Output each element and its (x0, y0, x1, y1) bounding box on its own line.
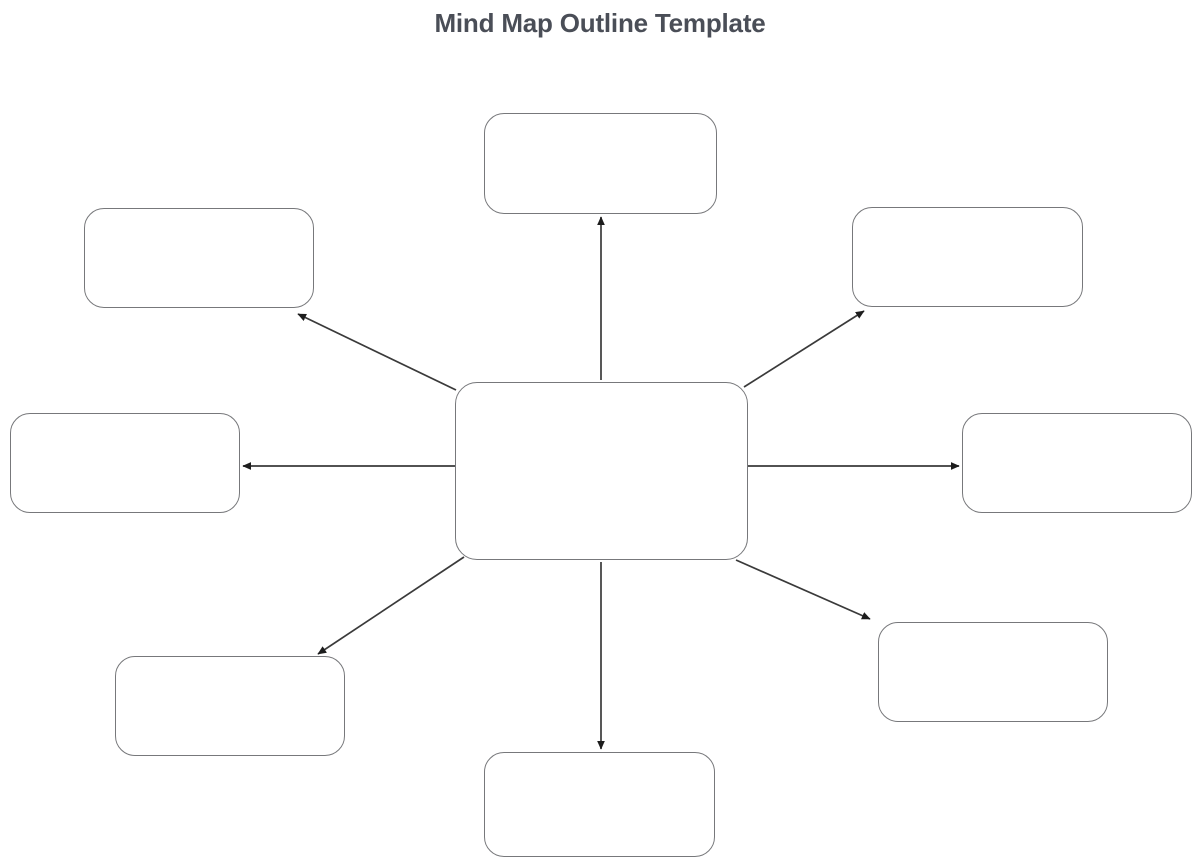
edge-bottom-left (317, 556, 465, 655)
branch-node-bottom-left[interactable] (115, 656, 345, 756)
branch-node-left[interactable] (10, 413, 240, 513)
branch-node-right[interactable] (962, 413, 1192, 513)
branch-node-top-left[interactable] (84, 208, 314, 308)
central-node[interactable] (455, 382, 748, 560)
branch-node-top-right[interactable] (852, 207, 1083, 307)
edge-top-left (297, 313, 457, 391)
page-title: Mind Map Outline Template (434, 8, 766, 38)
branch-node-bottom[interactable] (484, 752, 715, 857)
edge-top-right (743, 310, 865, 388)
branch-node-top[interactable] (484, 113, 717, 214)
edge-bottom-right (735, 559, 871, 620)
branch-node-bottom-right[interactable] (878, 622, 1108, 722)
